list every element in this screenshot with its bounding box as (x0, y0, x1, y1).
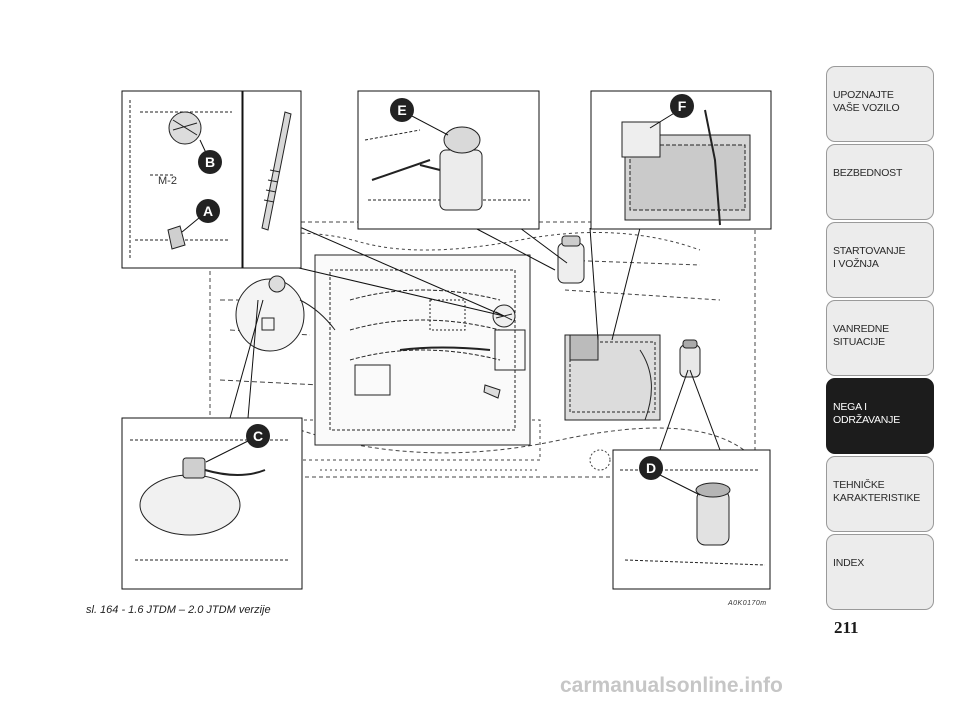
engine-emblem-text: M-2 (158, 175, 177, 187)
callout-b: B (198, 150, 222, 174)
tab-nega-i-odrzavanje[interactable]: NEGA I ODRŽAVANJE (826, 378, 934, 454)
svg-text:F: F (678, 98, 687, 114)
tab-startovanje-i-voznja[interactable]: STARTOVANJE I VOŽNJA (826, 222, 934, 298)
svg-text:A: A (203, 203, 213, 219)
inset-washer-fluid (612, 449, 771, 590)
svg-text:E: E (397, 102, 406, 118)
inset-dipstick (242, 90, 302, 269)
coolant-reservoir-small (235, 275, 336, 352)
tab-bezbednost[interactable]: BEZBEDNOST (826, 144, 934, 220)
svg-text:B: B (205, 154, 215, 170)
callout-f: F (670, 94, 694, 118)
inset-coolant (121, 417, 303, 590)
tab-tehnicke-karakteristike[interactable]: TEHNIČKE KARAKTERISTIKE (826, 456, 934, 532)
svg-text:D: D (646, 460, 656, 476)
dipstick-small (483, 384, 501, 399)
inset-brake-fluid (357, 90, 540, 230)
callout-d: D (639, 456, 663, 480)
engine-cover (314, 254, 531, 446)
svg-text:C: C (253, 428, 263, 444)
figure-caption: sl. 164 - 1.6 JTDM – 2.0 JTDM verzije (86, 604, 271, 616)
washer-reservoir-small (679, 339, 701, 378)
battery-small (564, 334, 661, 421)
brake-reservoir-small (557, 235, 585, 284)
callout-e: E (390, 98, 414, 122)
leader-lines (229, 227, 721, 451)
callout-c: C (246, 424, 270, 448)
watermark: carmanualsonline.info (560, 674, 783, 697)
page-number: 211 (834, 618, 859, 637)
figure-code: A0K0170m (728, 600, 767, 607)
tab-index[interactable]: INDEX (826, 534, 934, 610)
tab-vanredne-situacije[interactable]: VANREDNE SITUACIJE (826, 300, 934, 376)
inset-oil: M-2 (121, 90, 243, 269)
callout-a: A (196, 199, 220, 223)
tab-upoznajte-vase-vozilo[interactable]: UPOZNAJTE VAŠE VOZILO (826, 66, 934, 142)
section-tabs: UPOZNAJTE VAŠE VOZILO BEZBEDNOST STARTOV… (826, 66, 934, 612)
callout-labels: A B C D E F (196, 94, 694, 480)
